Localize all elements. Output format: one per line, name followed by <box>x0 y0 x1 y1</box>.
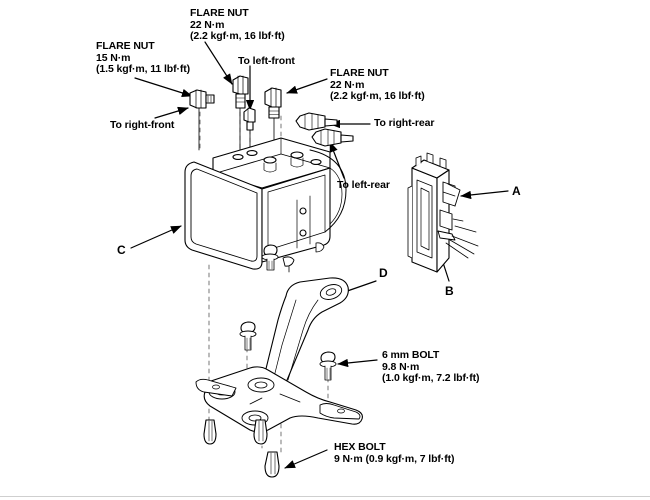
callout-item-b: B <box>445 284 454 298</box>
callout-line: FLARE NUT <box>96 40 155 52</box>
callout-item-a: A <box>512 184 521 198</box>
hex-bolt-middle <box>253 419 268 445</box>
flare-nut-fitting-left-front-tall <box>232 75 249 153</box>
callout-to-left-front: To left-front <box>238 55 295 67</box>
callout-line: (1.0 kgf·m, 7.2 lbf·ft) <box>382 372 480 384</box>
callout-line: 9.8 N·m <box>382 360 420 373</box>
leader-to-left-rear <box>329 141 345 179</box>
callout-to-left-rear: To left-rear <box>337 179 390 191</box>
page-bottom-rule <box>0 496 650 497</box>
leader-hex-bolt <box>284 449 328 469</box>
callout-item-c: C <box>117 243 126 257</box>
leader-lines <box>130 41 509 469</box>
callout-line: 6 mm BOLT <box>382 349 440 361</box>
hex-bolt-right <box>264 451 280 478</box>
bolt-6mm-right <box>319 351 337 381</box>
modulator-mounting-bracket <box>195 277 363 433</box>
bolt-6mm-upper <box>261 244 279 271</box>
abs-control-unit <box>407 152 479 273</box>
callout-item-d: D <box>379 266 388 280</box>
callout-line: 22 N·m <box>330 78 365 91</box>
callout-line: FLARE NUT <box>190 7 249 19</box>
leader-flare-nut-22-top <box>204 41 233 85</box>
abs-modulator-unit <box>184 137 347 273</box>
callout-line: 9 N·m (0.9 kgf·m, 7 lbf·ft) <box>334 452 455 465</box>
leader-to-right-front <box>154 106 189 119</box>
flare-nut-fitting-left-rear <box>311 128 354 147</box>
flare-nut-fitting-right-rear <box>295 112 338 131</box>
flare-nut-fitting-right-front <box>189 89 215 151</box>
callout-line: (2.2 kgf·m, 16 lbf·ft) <box>330 90 425 102</box>
callout-line: 15 N·m <box>96 51 131 64</box>
leader-flare-nut-15 <box>134 77 193 97</box>
leader-6mm-bolt <box>337 358 378 368</box>
hex-bolt-left <box>203 419 217 445</box>
callout-line: (1.5 kgf·m, 11 lbf·ft) <box>96 63 191 75</box>
bolt-6mm-left <box>239 321 257 351</box>
leader-item-c <box>130 225 182 249</box>
callout-to-right-rear: To right-rear <box>374 117 435 129</box>
callout-line: 22 N·m <box>190 18 225 31</box>
leader-item-a <box>460 190 509 200</box>
callout-line: HEX BOLT <box>334 441 386 453</box>
callout-line: FLARE NUT <box>330 67 389 79</box>
callout-to-right-front: To right-front <box>110 119 175 131</box>
leader-flare-nut-22-right <box>286 78 328 94</box>
callout-line: (2.2 kgf·m, 16 lbf·ft) <box>190 30 285 42</box>
